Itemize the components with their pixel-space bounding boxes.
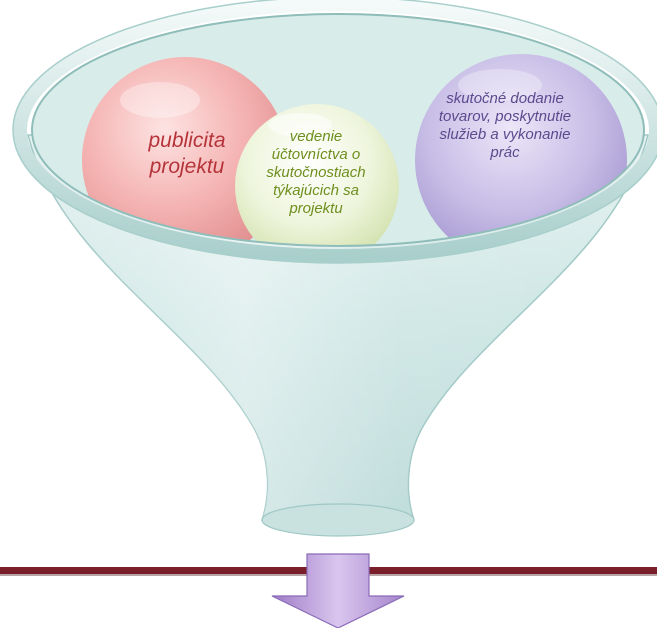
ball-pink <box>82 57 288 246</box>
down-arrow-icon <box>271 553 405 628</box>
ball-label-accounting: vedenie účtovníctva o skutočnostiach týk… <box>266 128 366 217</box>
ball-label-delivery: skutočné dodanie tovarov, poskytnutie sl… <box>438 90 572 161</box>
funnel-rim-outer <box>13 0 657 263</box>
ball-label-publicity: publicita projektu <box>148 129 226 179</box>
funnel-rim-inner <box>31 13 645 247</box>
ball-green <box>235 104 399 246</box>
funnel-spout <box>261 503 415 537</box>
